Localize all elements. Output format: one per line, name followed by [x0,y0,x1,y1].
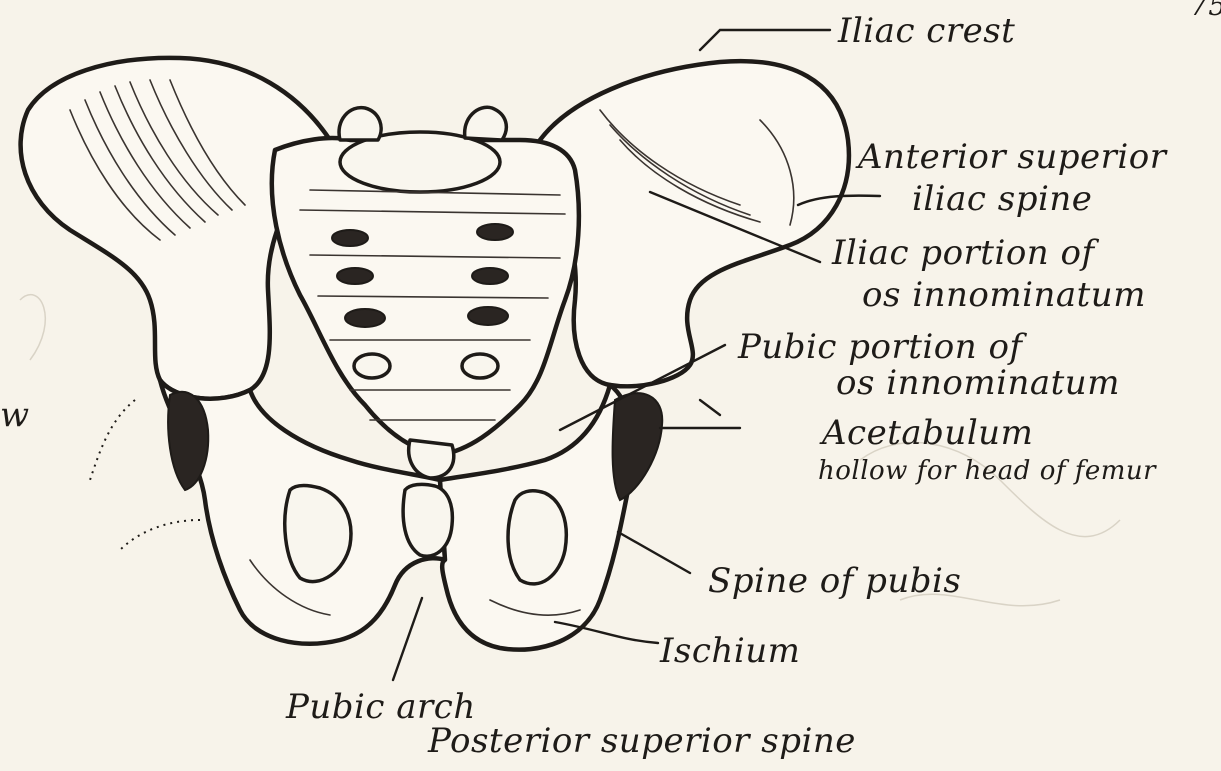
leader-acetabulum [660,400,740,428]
right-superior-process [465,107,507,140]
edge-letter: w [0,398,30,432]
label-pubic-arch: Pubic arch [286,690,476,724]
label-iliac-crest: Iliac crest [838,14,1015,48]
label-acetabulum-note: hollow for head of femur [818,458,1156,484]
label-iliac-portion-line2: os innominatum [862,278,1146,312]
label-spine-of-pubis: Spine of pubis [708,564,961,598]
label-acetabulum: Acetabulum [822,416,1033,450]
label-ischium: Ischium [660,634,800,668]
label-anterior-superior-line1: Anterior superior [858,140,1166,174]
coccyx [409,440,454,478]
right-obturator-foramen [508,491,566,584]
label-pubic-portion-line2: os innominatum [836,366,1120,400]
label-iliac-portion-line1: Iliac portion of [832,236,1095,270]
page-number: 75 [1190,0,1221,20]
label-anterior-superior-line2: iliac spine [912,182,1092,216]
dashed-outline-upper [90,400,135,480]
label-posterior-superior-spine: Posterior superior spine [428,724,856,758]
leader-spine-of-pubis [618,532,690,573]
pubic-symphysis [403,484,452,556]
leader-pubic-arch [393,598,422,680]
label-pubic-portion-line1: Pubic portion of [738,330,1023,364]
leader-iliac-crest [700,30,830,50]
dashed-outline-lower [120,520,200,550]
right-acetabulum [613,393,663,500]
left-superior-process [339,108,381,140]
